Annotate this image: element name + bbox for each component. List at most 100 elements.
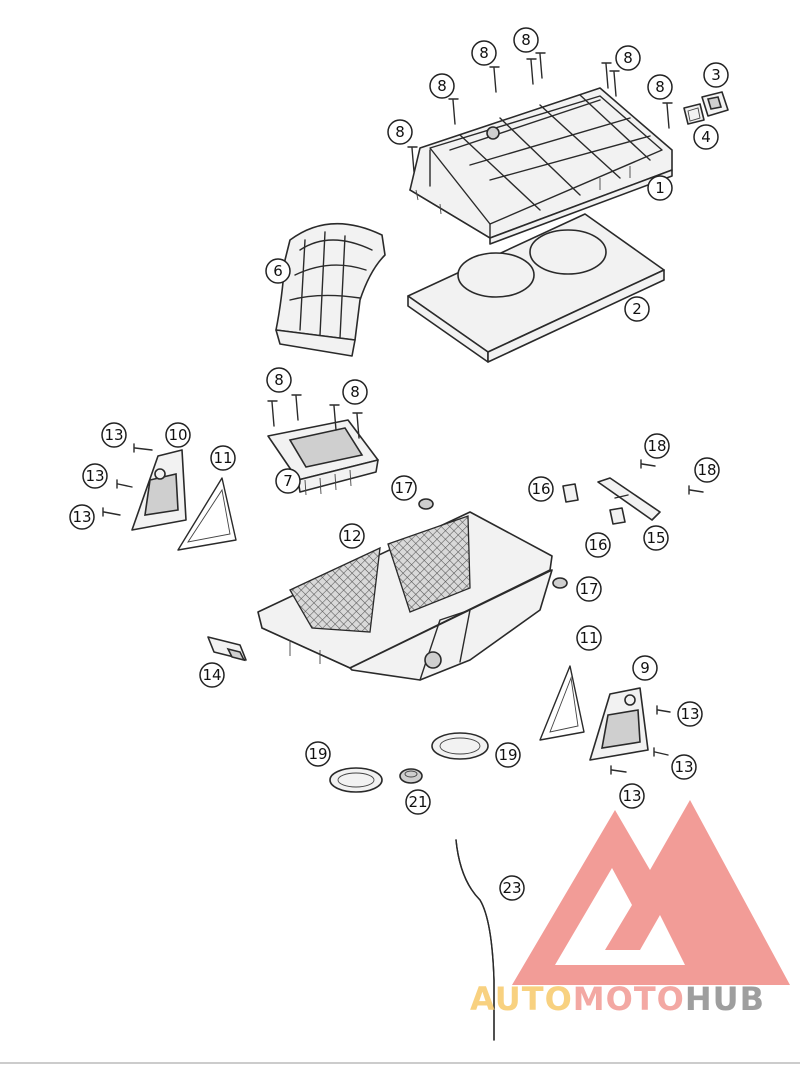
svg-text:13: 13 [104,426,123,444]
bracket-left [131,449,187,531]
svg-text:13: 13 [680,705,699,723]
svg-text:1: 1 [655,179,665,197]
svg-text:7: 7 [283,472,293,490]
svg-text:19: 19 [308,745,327,763]
svg-text:8: 8 [479,44,489,62]
clips [562,483,626,525]
callout-8-c: 8 [615,45,641,71]
svg-text:8: 8 [274,371,284,389]
svg-text:17: 17 [394,479,413,497]
callout-16-a: 16 [528,476,554,502]
svg-text:15: 15 [646,529,665,547]
svg-text:8: 8 [521,31,531,49]
svg-text:21: 21 [408,793,427,811]
intake-snorkel [275,222,386,357]
throttle-housing [267,419,379,496]
svg-text:16: 16 [588,536,607,554]
callout-7: 7 [275,468,301,494]
bracket-right [589,687,649,761]
callout-10: 10 [165,422,191,448]
svg-text:8: 8 [395,123,405,141]
gasket-right [539,665,585,741]
callout-8-b: 8 [513,27,539,53]
watermark-logo: AUTOMOTOHUB [470,800,790,1018]
callout-4: 4 [693,124,719,150]
callout-8-a: 8 [471,40,497,66]
callout-9: 9 [632,655,658,681]
seal-rings [329,732,489,793]
logo-text: AUTOMOTOHUB [470,980,765,1018]
callout-3: 3 [703,62,729,88]
svg-text:13: 13 [674,758,693,776]
callout-15: 15 [643,525,669,551]
svg-text:2: 2 [632,300,642,318]
svg-text:8: 8 [437,77,447,95]
mounting-strip [597,477,661,521]
callout-13-d: 13 [677,701,703,727]
callout-13-f: 13 [619,783,645,809]
callout-17-a: 17 [391,475,417,501]
svg-text:16: 16 [531,480,550,498]
callout-8-f: 8 [387,119,413,145]
svg-text:17: 17 [579,580,598,598]
logo-triangle-icon [512,800,790,985]
cover-plate [701,91,729,117]
svg-text:6: 6 [273,262,283,280]
grommets [418,498,568,589]
callout-11-b: 11 [576,625,602,651]
plate-gasket [683,103,705,125]
drain-plug [399,768,423,784]
svg-text:18: 18 [647,437,666,455]
callout-16-b: 16 [585,532,611,558]
gasket-left [177,477,237,551]
callout-6: 6 [265,258,291,284]
callout-13-a: 13 [101,422,127,448]
callout-8-g: 8 [266,367,292,393]
svg-text:10: 10 [168,426,187,444]
callout-19-b: 19 [495,742,521,768]
callout-14: 14 [199,662,225,688]
airbox-body [257,511,553,681]
airbox-lid [409,87,673,245]
callout-18-a: 18 [644,433,670,459]
air-filter [407,213,665,363]
callout-17-b: 17 [576,576,602,602]
svg-text:12: 12 [342,527,361,545]
sensor-block [207,636,247,662]
callout-8-h: 8 [342,379,368,405]
callout-13-e: 13 [671,754,697,780]
callout-19-a: 19 [305,741,331,767]
svg-text:13: 13 [85,467,104,485]
svg-text:4: 4 [701,128,711,146]
housing-screws [267,394,363,439]
callout-21: 21 [405,789,431,815]
callout-1: 1 [647,175,673,201]
svg-text:13: 13 [622,787,641,805]
svg-text:14: 14 [202,666,221,684]
strip-screws [640,459,704,495]
callout-11-a: 11 [210,445,236,471]
callout-23: 23 [499,875,525,901]
svg-text:19: 19 [498,746,517,764]
svg-text:3: 3 [711,66,721,84]
drain-hose [455,839,495,1041]
lid-screws [407,52,673,173]
svg-text:9: 9 [640,659,650,677]
svg-text:8: 8 [350,383,360,401]
svg-text:23: 23 [502,879,521,897]
callout-13-c: 13 [69,504,95,530]
svg-text:18: 18 [697,461,716,479]
callout-13-b: 13 [82,463,108,489]
svg-text:11: 11 [579,629,598,647]
callout-8-e: 8 [647,74,673,100]
callout-12: 12 [339,523,365,549]
callout-8-d: 8 [429,73,455,99]
bracket-screws [102,443,671,775]
svg-text:8: 8 [655,78,665,96]
svg-text:8: 8 [623,49,633,67]
svg-text:13: 13 [72,508,91,526]
callout-2: 2 [624,296,650,322]
svg-text:11: 11 [213,449,232,467]
callout-18-b: 18 [694,457,720,483]
